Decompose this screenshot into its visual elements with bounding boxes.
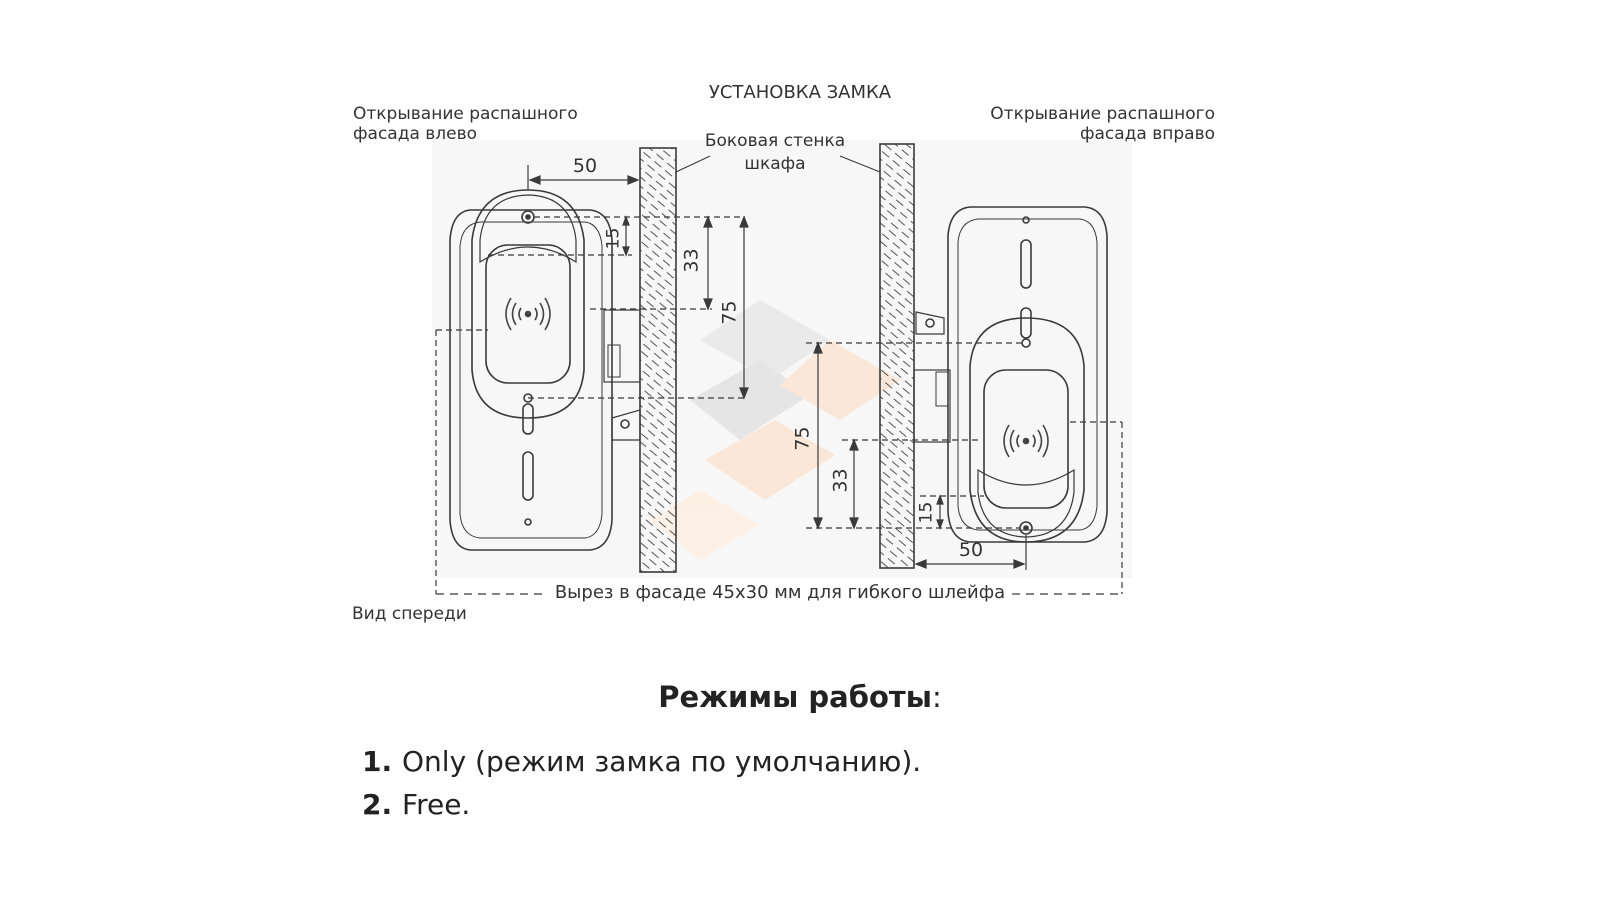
- dim-right-15: 15: [916, 501, 937, 524]
- dim-left-33: 33: [680, 248, 703, 273]
- dim-right-33: 33: [829, 468, 852, 493]
- dim-right-50: 50: [958, 539, 984, 561]
- list-item: 2. Free.: [362, 783, 921, 826]
- cutout-caption: Вырез в фасаде 45х30 мм для гибкого шлей…: [548, 582, 1012, 603]
- dim-left-75: 75: [718, 300, 741, 325]
- list-item: 1. Only (режим замка по умолчанию).: [362, 740, 921, 783]
- right-dimensions: [806, 341, 1123, 594]
- dim-right-75: 75: [791, 426, 814, 451]
- left-nfc-icon: [505, 297, 551, 331]
- right-caption-line1: Открывание распашного: [990, 104, 1215, 124]
- watermark-logo: [650, 300, 900, 560]
- list-item-number: 1.: [362, 745, 393, 778]
- diagram-title: УСТАНОВКА ЗАМКА: [708, 82, 892, 103]
- left-caption-line1: Открывание распашного: [353, 104, 578, 124]
- modes-heading-bold: Режимы работы: [658, 680, 932, 714]
- left-caption-line2: фасада влево: [353, 124, 478, 144]
- list-item-text: Free.: [402, 788, 471, 821]
- right-nfc-icon: [1003, 424, 1049, 458]
- right-lock: [913, 206, 1108, 543]
- list-item-number: 2.: [362, 788, 393, 821]
- list-item-text: Only (режим замка по умолчанию).: [402, 745, 922, 778]
- dim-left-50: 50: [572, 155, 598, 177]
- lock-installation-diagram: [435, 143, 1123, 595]
- left-wall: [639, 147, 677, 573]
- right-base-plate: [947, 206, 1108, 543]
- left-base-plate: [449, 209, 613, 551]
- modes-heading: Режимы работы:: [0, 680, 1600, 714]
- dim-left-15: 15: [603, 227, 624, 250]
- front-view-caption: Вид спереди: [352, 604, 467, 624]
- right-card-zone: [983, 369, 1069, 509]
- right-wall: [879, 143, 915, 569]
- left-dimensions: [435, 165, 749, 594]
- modes-list: 1. Only (режим замка по умолчанию). 2. Fre…: [362, 740, 921, 826]
- wall-caption-line2: шкафа: [744, 154, 806, 174]
- modes-heading-suffix: :: [931, 680, 942, 714]
- wall-caption-line1: Боковая стенка: [704, 131, 846, 151]
- right-caption-line2: фасада вправо: [1079, 124, 1215, 144]
- left-card-zone: [485, 244, 571, 384]
